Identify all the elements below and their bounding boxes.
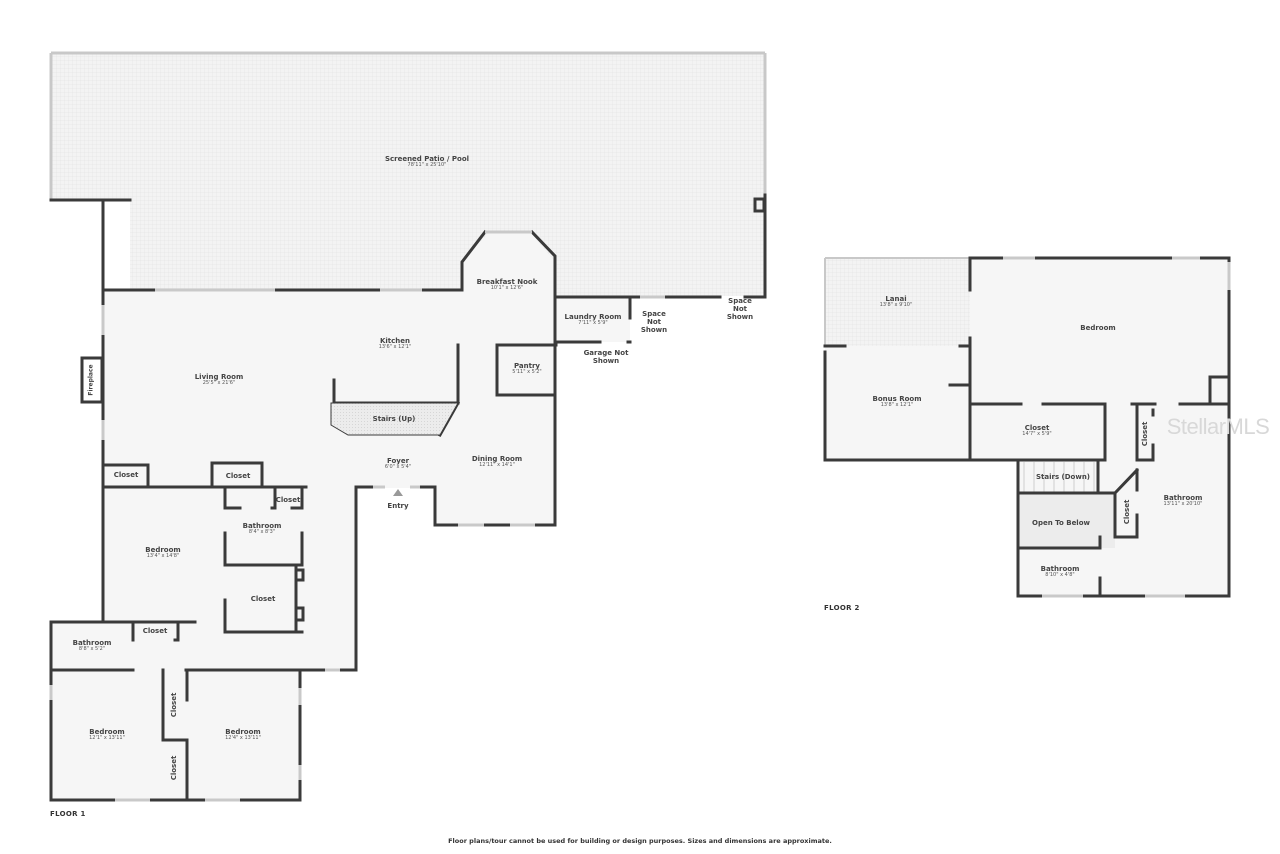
room-living: Living Room 25'5" x 21'6" bbox=[195, 373, 244, 387]
room-bathroom-upstairs-large: Bathroom 13'11" x 20'10" bbox=[1164, 494, 1203, 508]
room-dimensions: 13'4" x 14'8" bbox=[146, 553, 180, 560]
room-dimensions: 13'8" x 9'10" bbox=[879, 302, 913, 309]
room-name: Bathroom bbox=[1163, 494, 1203, 503]
space-not-shown-2: Space Not Shown bbox=[720, 297, 760, 321]
room-dimensions: 7'11" x 5'9" bbox=[578, 320, 608, 327]
room-bathroom-1: Bathroom 8'4" x 8'3" bbox=[243, 522, 282, 536]
floor2-plan bbox=[823, 256, 1231, 598]
room-dimensions: 14'7" x 5'9" bbox=[1022, 431, 1052, 438]
space-not-shown-1: Space Not Shown bbox=[634, 310, 674, 334]
room-name: Laundry Room bbox=[564, 313, 622, 322]
closet-7: Closet bbox=[170, 756, 178, 781]
disclaimer-text: Floor plans/tour cannot be used for buil… bbox=[448, 837, 832, 845]
room-screened-patio: Screened Patio / Pool 78'11" x 25'10" bbox=[385, 155, 469, 169]
room-bonus: Bonus Room 13'8" x 12'1" bbox=[872, 395, 921, 409]
room-dimensions: 8'10" x 4'8" bbox=[1045, 572, 1075, 579]
room-bedroom-1: Bedroom 13'4" x 14'8" bbox=[145, 546, 180, 560]
room-dimensions: 12'11" x 14'1" bbox=[479, 462, 515, 469]
room-name: Bathroom bbox=[1040, 565, 1080, 574]
room-kitchen: Kitchen 13'6" x 12'1" bbox=[379, 337, 412, 351]
room-name: Pantry bbox=[513, 362, 540, 371]
room-dimensions: 78'11" x 25'10" bbox=[407, 162, 447, 169]
room-dining: Dining Room 12'11" x 14'1" bbox=[472, 455, 522, 469]
room-name: Closet bbox=[1122, 499, 1131, 525]
closet-3: Closet bbox=[276, 496, 301, 504]
closet-2: Closet bbox=[226, 472, 251, 480]
room-name: Bedroom bbox=[89, 728, 125, 737]
room-name: Bonus Room bbox=[872, 395, 922, 404]
entry-label: Entry bbox=[387, 502, 408, 510]
room-laundry: Laundry Room 7'11" x 5'9" bbox=[565, 313, 622, 327]
room-name: Closet bbox=[169, 755, 178, 781]
floor1-plan bbox=[49, 51, 767, 802]
fireplace: Fireplace bbox=[87, 364, 96, 396]
closet-1: Closet bbox=[114, 471, 139, 479]
room-name: Bedroom bbox=[225, 728, 261, 737]
room-name: Closet bbox=[1140, 421, 1149, 447]
room-name: Bathroom bbox=[72, 639, 112, 648]
floor-2-label: FLOOR 2 bbox=[824, 604, 860, 612]
room-dimensions: 8'4" x 8'3" bbox=[248, 529, 276, 536]
room-bathroom-2: Bathroom 8'8" x 5'2" bbox=[73, 639, 112, 653]
room-name: Kitchen bbox=[379, 337, 411, 346]
room-name: Living Room bbox=[194, 373, 244, 382]
room-bedroom-3: Bedroom 12'4" x 13'11" bbox=[225, 728, 261, 742]
entry-arrow-icon bbox=[393, 489, 403, 496]
room-name: Closet bbox=[225, 471, 251, 480]
closet-4: Closet bbox=[251, 595, 276, 603]
room-name: Open To Below bbox=[1032, 518, 1090, 527]
room-bedroom-upstairs: Bedroom bbox=[1080, 324, 1115, 332]
room-name: Fireplace bbox=[87, 364, 95, 396]
room-lanai: Lanai 13'8" x 9'10" bbox=[880, 295, 913, 309]
room-name: Closet bbox=[1024, 424, 1050, 433]
room-name: Space Not Shown bbox=[726, 296, 754, 322]
room-breakfast-nook: Breakfast Nook 10'1" x 12'6" bbox=[477, 278, 538, 292]
room-dimensions: 13'8" x 12'1" bbox=[880, 402, 914, 409]
stairs-up: Stairs (Up) bbox=[373, 415, 416, 423]
room-dimensions: 25'5" x 21'6" bbox=[202, 380, 236, 387]
room-name: Closet bbox=[250, 594, 276, 603]
room-name: Lanai bbox=[885, 295, 907, 304]
room-name: Entry bbox=[387, 501, 409, 510]
room-name: Garage Not Shown bbox=[583, 348, 629, 365]
closet-upstairs-large: Closet 14'7" x 5'9" bbox=[1022, 424, 1051, 438]
open-to-below: Open To Below bbox=[1032, 519, 1090, 527]
stairs-down: Stairs (Down) bbox=[1036, 473, 1090, 481]
room-dimensions: 13'11" x 20'10" bbox=[1163, 501, 1203, 508]
room-dimensions: 5'11" x 5'2" bbox=[512, 369, 542, 376]
closet-5: Closet bbox=[143, 627, 168, 635]
room-name: Stairs (Down) bbox=[1035, 472, 1091, 481]
room-name: Foyer bbox=[386, 457, 410, 466]
room-name: Space Not Shown bbox=[640, 309, 668, 335]
room-name: Stairs (Up) bbox=[372, 414, 416, 423]
room-dimensions: 12'4" x 13'11" bbox=[225, 735, 261, 742]
room-bedroom-2: Bedroom 12'1" x 13'11" bbox=[89, 728, 125, 742]
closet-6: Closet bbox=[170, 693, 178, 718]
room-name: Breakfast Nook bbox=[476, 278, 538, 287]
room-name: Bathroom bbox=[242, 522, 282, 531]
room-dimensions: 12'1" x 13'11" bbox=[89, 735, 125, 742]
room-name: Closet bbox=[142, 626, 168, 635]
room-name: Screened Patio / Pool bbox=[384, 155, 470, 164]
room-pantry: Pantry 5'11" x 5'2" bbox=[512, 362, 541, 376]
room-dimensions: 10'1" x 12'6" bbox=[490, 285, 524, 292]
room-name: Bedroom bbox=[1080, 323, 1116, 332]
room-foyer: Foyer 6'0" x 5'4" bbox=[385, 457, 411, 471]
closet-upstairs-small: Closet bbox=[1141, 422, 1149, 447]
garage-not-shown: Garage Not Shown bbox=[583, 349, 629, 365]
room-name: Closet bbox=[169, 692, 178, 718]
room-dimensions: 8'8" x 5'2" bbox=[78, 646, 106, 653]
room-name: Dining Room bbox=[471, 455, 523, 464]
closet-upstairs-mid: Closet bbox=[1123, 500, 1131, 525]
watermark-logo: StellarMLS bbox=[1166, 414, 1270, 439]
room-bathroom-upstairs-small: Bathroom 8'10" x 4'8" bbox=[1041, 565, 1080, 579]
room-name: Closet bbox=[113, 470, 139, 479]
room-dimensions: 13'6" x 12'1" bbox=[378, 344, 412, 351]
room-dimensions: 6'0" x 5'4" bbox=[384, 464, 412, 471]
room-name: Bedroom bbox=[145, 546, 181, 555]
floor-1-label: FLOOR 1 bbox=[50, 810, 86, 818]
room-name: Closet bbox=[275, 495, 301, 504]
